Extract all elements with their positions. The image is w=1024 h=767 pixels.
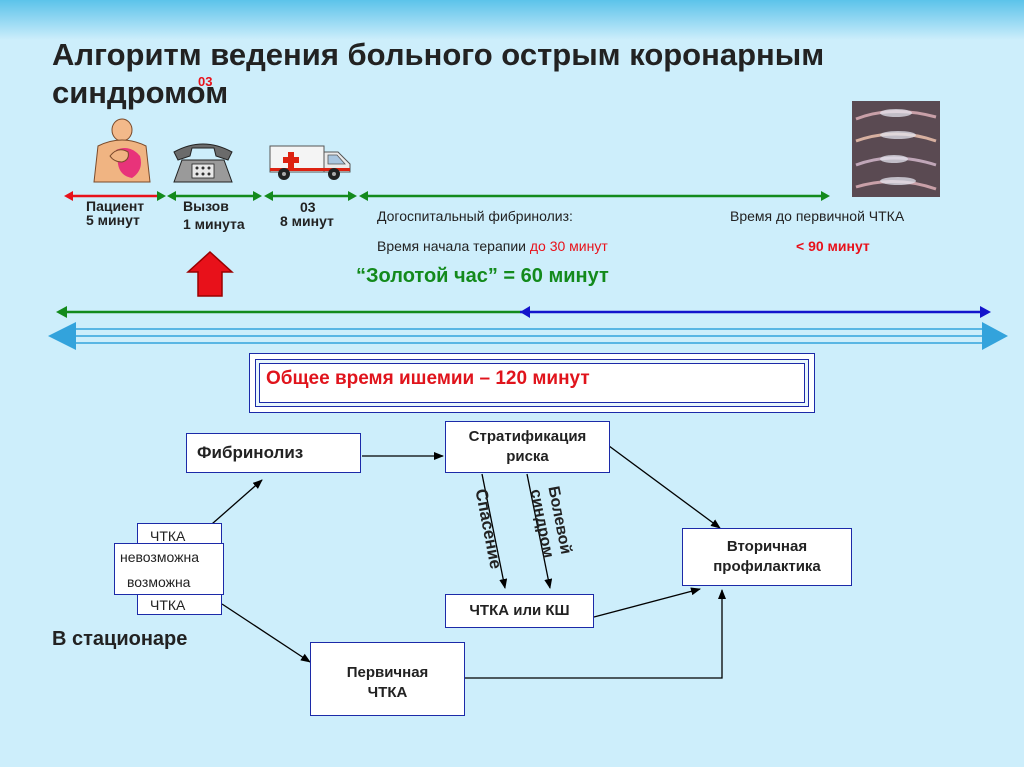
decision-ptca-top: ЧТКА	[150, 528, 186, 544]
primary-ptca-window-arrow	[520, 306, 991, 318]
page-title: Алгоритм ведения больного острым коронар…	[52, 37, 825, 110]
segment-patient-arrow	[64, 191, 166, 201]
label-call-time: 1 минута	[183, 216, 245, 232]
title-overlay-label: 03	[198, 74, 213, 89]
total-time-double-arrow	[48, 322, 1008, 350]
label-patient-time: 5 минут	[86, 212, 140, 228]
fibrinolysis-box: Фибринолиз	[186, 433, 361, 473]
primary-line1: Первичная	[346, 664, 429, 681]
primary-ptca-box: Первичная ЧТКА	[310, 642, 465, 716]
ischemia-box: Общее время ишемии – 120 минут	[249, 353, 815, 413]
telephone-icon	[173, 143, 233, 183]
golden-hour-arrow	[56, 306, 520, 318]
decision-ptca-bottom: ЧТКА	[150, 597, 186, 613]
label-golden-hour: “Золотой час” = 60 минут	[356, 265, 609, 287]
label-call: Вызов	[183, 198, 229, 214]
secondary-line1: Вторичная	[726, 538, 808, 555]
stratification-line2: риска	[506, 448, 549, 465]
in-hospital-label: В стационаре	[52, 628, 188, 650]
ischemia-inner: Общее время ишемии – 120 минут	[259, 363, 805, 403]
label-therapy-start: Время начала терапии до 30 минут	[377, 238, 608, 254]
fibrinolysis-label: Фибринолиз	[197, 443, 304, 462]
header-gradient	[0, 0, 1024, 40]
angioplasty-balloon-images	[852, 101, 940, 197]
secondary-line2: профилактика	[713, 558, 821, 575]
label-patient: Пациент	[86, 198, 145, 214]
label-prehospital-fibrinolysis: Догоспитальный фибринолиз:	[377, 208, 573, 224]
decision-possible: возможна	[127, 574, 191, 590]
stratification-line1: Стратификация	[468, 428, 587, 445]
ambulance-icon	[269, 145, 351, 180]
therapy-time: до 30 минут	[529, 238, 608, 254]
secondary-prevention-box: Вторичная профилактика	[682, 528, 852, 586]
therapy-prefix: Время начала терапии	[377, 238, 530, 254]
label-primary-ptca-time: < 90 минут	[796, 238, 870, 254]
segment-prehospital-arrow	[359, 191, 830, 201]
segment-call-arrow	[167, 191, 262, 201]
patient-chest-pain-icon	[93, 118, 151, 183]
label-ambulance-time: 8 минут	[280, 213, 334, 229]
red-up-arrow	[186, 250, 234, 297]
decision-impossible: невозможна	[120, 549, 199, 565]
label-ambulance: 03	[300, 199, 316, 215]
primary-line2: ЧТКА	[367, 684, 408, 701]
ptca-or-cabg-label: ЧТКА или КШ	[469, 602, 570, 619]
label-primary-ptca: Время до первичной ЧТКА	[730, 208, 905, 224]
ischemia-label: Общее время ишемии – 120 минут	[266, 368, 590, 389]
risk-stratification-box: Стратификация риска	[445, 421, 610, 473]
ptca-or-cabg-box: ЧТКА или КШ	[445, 594, 594, 628]
segment-ambulance-arrow	[264, 191, 357, 201]
ptca-decision-wide	[114, 543, 224, 595]
